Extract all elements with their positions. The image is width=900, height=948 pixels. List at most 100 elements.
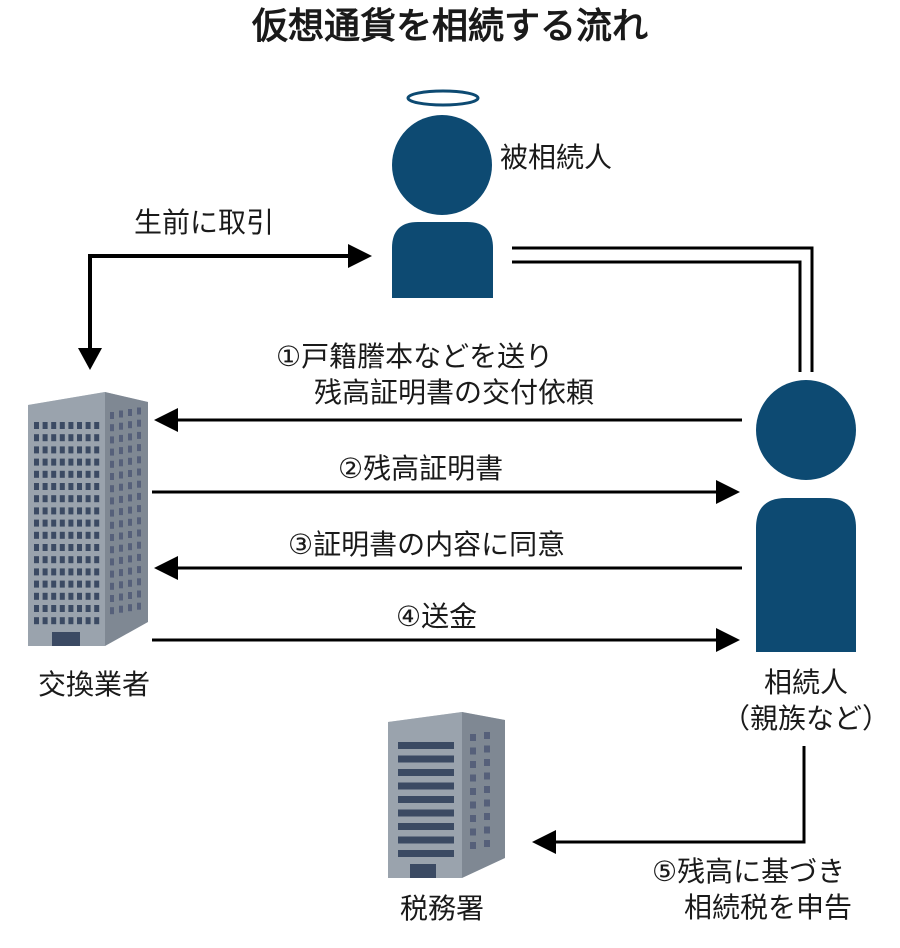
building-window <box>42 483 48 490</box>
building-window <box>59 422 65 429</box>
building-window <box>34 531 39 539</box>
building-window <box>51 556 57 564</box>
building-window <box>77 605 82 612</box>
building-window <box>470 815 476 822</box>
building-window <box>119 508 123 516</box>
building-window <box>68 617 74 625</box>
building-window <box>68 507 74 515</box>
building-window <box>85 617 91 625</box>
building-window <box>110 607 114 615</box>
building-window <box>51 422 57 429</box>
building-window <box>42 434 48 442</box>
building-window <box>119 447 123 455</box>
building-window <box>85 605 91 612</box>
building-window <box>128 555 132 563</box>
building-window <box>119 605 123 613</box>
building-window <box>94 483 100 490</box>
building-window <box>68 446 74 454</box>
building-window <box>110 558 114 566</box>
building-window <box>137 578 141 586</box>
building-window <box>68 458 74 466</box>
building-window <box>34 507 39 515</box>
building-window <box>42 519 48 527</box>
building-window <box>119 471 123 479</box>
building-window <box>110 582 114 590</box>
building-window <box>51 434 57 442</box>
building-window <box>34 483 39 490</box>
building-window <box>34 434 39 442</box>
step4-arrow <box>152 628 740 652</box>
building-window <box>119 459 123 467</box>
building-window <box>34 556 39 564</box>
building-window <box>85 483 91 490</box>
building-window <box>484 772 490 780</box>
building-window-band <box>398 836 454 844</box>
building-window-band <box>398 850 454 857</box>
building-window <box>85 592 91 600</box>
building-window <box>110 546 114 554</box>
building-window <box>68 495 74 503</box>
building-window <box>77 580 82 588</box>
building-window <box>119 520 123 528</box>
step3-label: ③証明書の内容に同意 <box>288 528 566 561</box>
building-window <box>59 483 65 490</box>
inheritance-double-line <box>512 246 814 372</box>
building-window <box>128 604 132 612</box>
building-window <box>68 544 74 551</box>
building-window-band <box>398 769 454 776</box>
building-window <box>59 446 65 454</box>
building-window <box>128 592 132 599</box>
building-window <box>484 813 490 820</box>
building-window <box>85 507 91 515</box>
building-window <box>128 531 132 538</box>
building-window <box>470 788 476 795</box>
building-window <box>128 433 132 441</box>
building-window <box>68 580 74 588</box>
building-window <box>59 568 65 576</box>
building-window <box>42 556 48 564</box>
building-window <box>59 544 65 551</box>
building-window <box>470 774 476 782</box>
building-window <box>85 519 91 527</box>
building-window <box>119 495 123 503</box>
building-window-band <box>398 823 454 830</box>
exchange-label: 交換業者 <box>38 668 151 701</box>
building-window-band <box>398 742 454 749</box>
diagram-title: 仮想通貨を相続する流れ <box>251 6 648 47</box>
building-window <box>34 580 39 588</box>
building-window <box>119 483 123 491</box>
building-window <box>119 434 123 442</box>
building-window <box>68 519 74 527</box>
building-window <box>77 568 82 576</box>
building-window <box>128 482 132 490</box>
building-window <box>85 531 91 539</box>
building-window <box>51 507 57 515</box>
building-window <box>119 556 123 564</box>
building-window <box>119 544 123 552</box>
building-window <box>128 470 132 477</box>
building-window <box>94 605 100 612</box>
building-window <box>470 842 476 849</box>
building-window <box>137 419 141 427</box>
building-window-band <box>398 755 454 763</box>
building-window <box>137 444 141 452</box>
building-window <box>85 470 91 478</box>
building-window <box>94 458 100 466</box>
building-window <box>137 590 141 598</box>
building-window <box>137 468 141 476</box>
building-window <box>470 747 476 755</box>
step1-label-line1: ①戸籍謄本などを送り <box>276 340 554 373</box>
building-window <box>68 422 74 429</box>
building-window <box>68 483 74 490</box>
step5-label-line1: ⑤残高に基づき <box>652 855 846 888</box>
building-window <box>59 580 65 588</box>
building-window <box>484 745 490 753</box>
building-window <box>484 732 490 739</box>
building-window <box>77 519 82 527</box>
building-window <box>34 422 39 429</box>
building-window <box>34 495 39 503</box>
building-window <box>94 446 100 454</box>
building-window-band <box>398 782 454 790</box>
building-window <box>85 544 91 551</box>
building-window <box>68 556 74 564</box>
